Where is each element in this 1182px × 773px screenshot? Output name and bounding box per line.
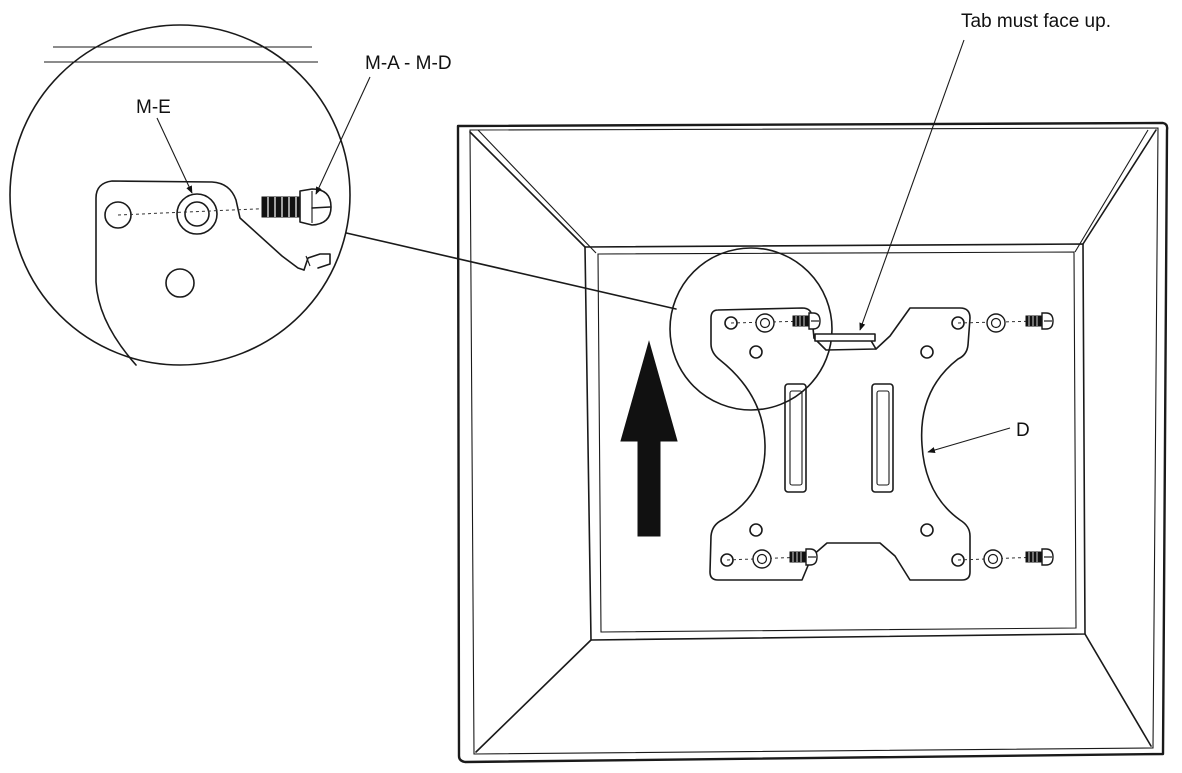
leader-bracket	[927, 427, 1011, 454]
zoom-screw	[261, 188, 332, 226]
tv-back-frame	[456, 121, 1169, 764]
hardware-top-right	[951, 312, 1054, 333]
leader-tab	[859, 39, 965, 331]
up-arrow-icon	[620, 340, 678, 537]
leader-screws	[315, 76, 371, 195]
leader-washer	[156, 117, 193, 194]
tab-note-label: Tab must face up.	[961, 11, 1111, 32]
screws-label: M-A - M-D	[365, 53, 452, 74]
bracket-label: D	[1016, 420, 1030, 441]
zoom-connector-line	[341, 231, 677, 310]
hardware-top-left	[724, 312, 821, 333]
vesa-bracket-plate	[709, 307, 971, 581]
washer-label: M-E	[136, 97, 171, 118]
hardware-bottom-left	[720, 548, 818, 569]
zoom-detail	[9, 24, 351, 366]
hardware-bottom-right	[951, 548, 1054, 569]
detail-highlight-circle	[669, 247, 833, 411]
tab	[814, 333, 876, 342]
